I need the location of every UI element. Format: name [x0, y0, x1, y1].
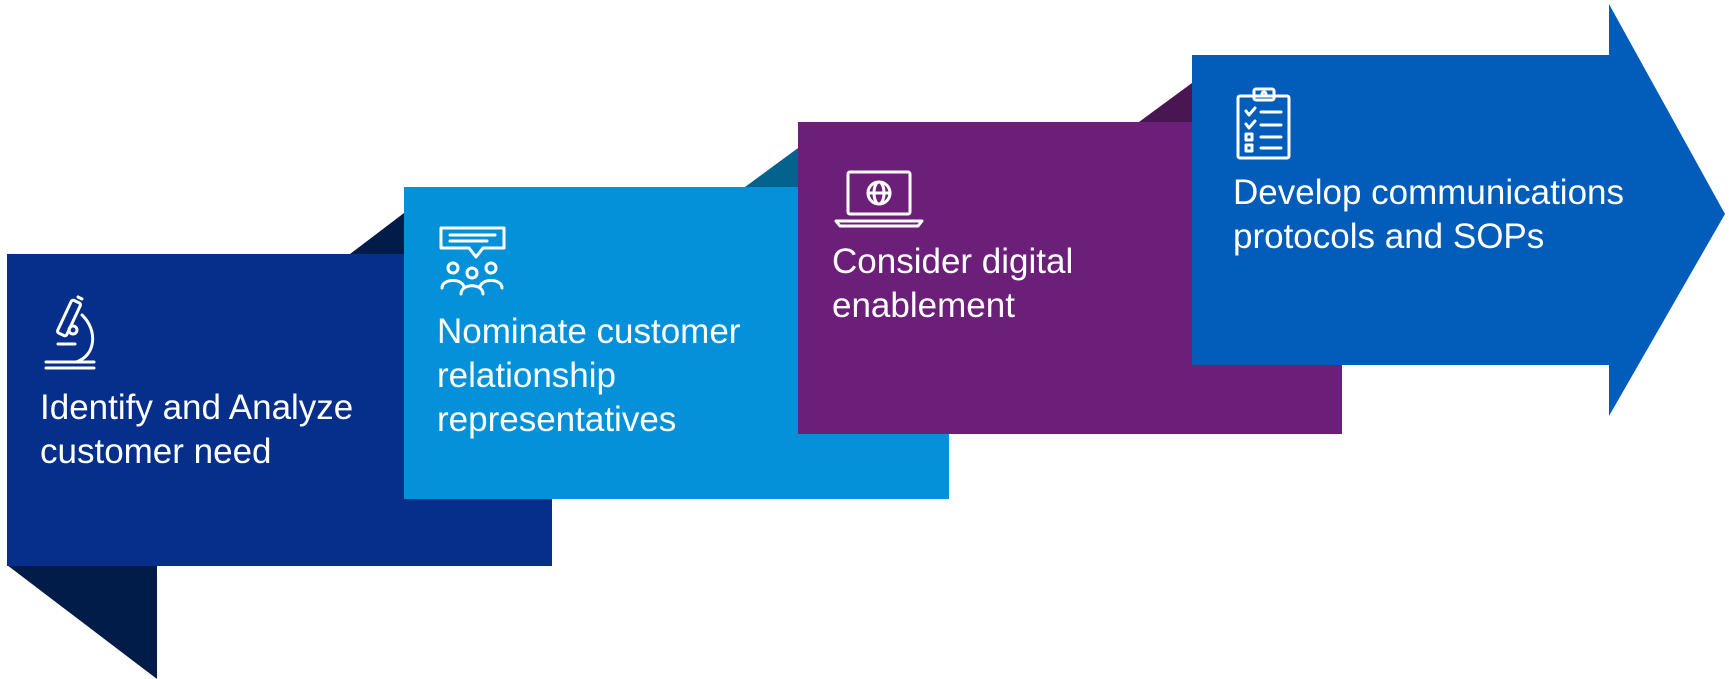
team-discussion-icon [439, 226, 506, 296]
step-4-label: Develop communications protocols and SOP… [1233, 171, 1624, 259]
laptop-globe-icon [834, 170, 924, 228]
step-4-label-line-1: Develop communications [1233, 173, 1625, 212]
step-2-label: Nominate customer relationship represent… [437, 310, 740, 442]
step-2-label-line-2: relationship [437, 356, 616, 395]
microscope-icon [44, 295, 96, 370]
checklist-clipboard-icon [1236, 87, 1291, 160]
step-4-label-line-2: protocols and SOPs [1233, 217, 1545, 256]
step-1-label-line-1: Identify and Analyze [40, 388, 354, 427]
step-2-label-line-3: representatives [437, 400, 677, 439]
step-2-top-fold [745, 148, 798, 187]
step-3-top-fold [1139, 83, 1192, 122]
step-1-label: Identify and Analyze customer need [40, 386, 353, 474]
step-1-bottom-fold [7, 565, 157, 679]
step-3-label-line-1: Consider digital [832, 242, 1074, 281]
step-3-label-line-2: enablement [832, 286, 1015, 325]
step-4-arrow-panel [1192, 4, 1725, 416]
step-2-label-line-1: Nominate customer [437, 312, 741, 351]
step-1-top-fold [350, 213, 404, 254]
step-3-label: Consider digital enablement [832, 240, 1073, 328]
step-1-label-line-2: customer need [40, 432, 272, 471]
